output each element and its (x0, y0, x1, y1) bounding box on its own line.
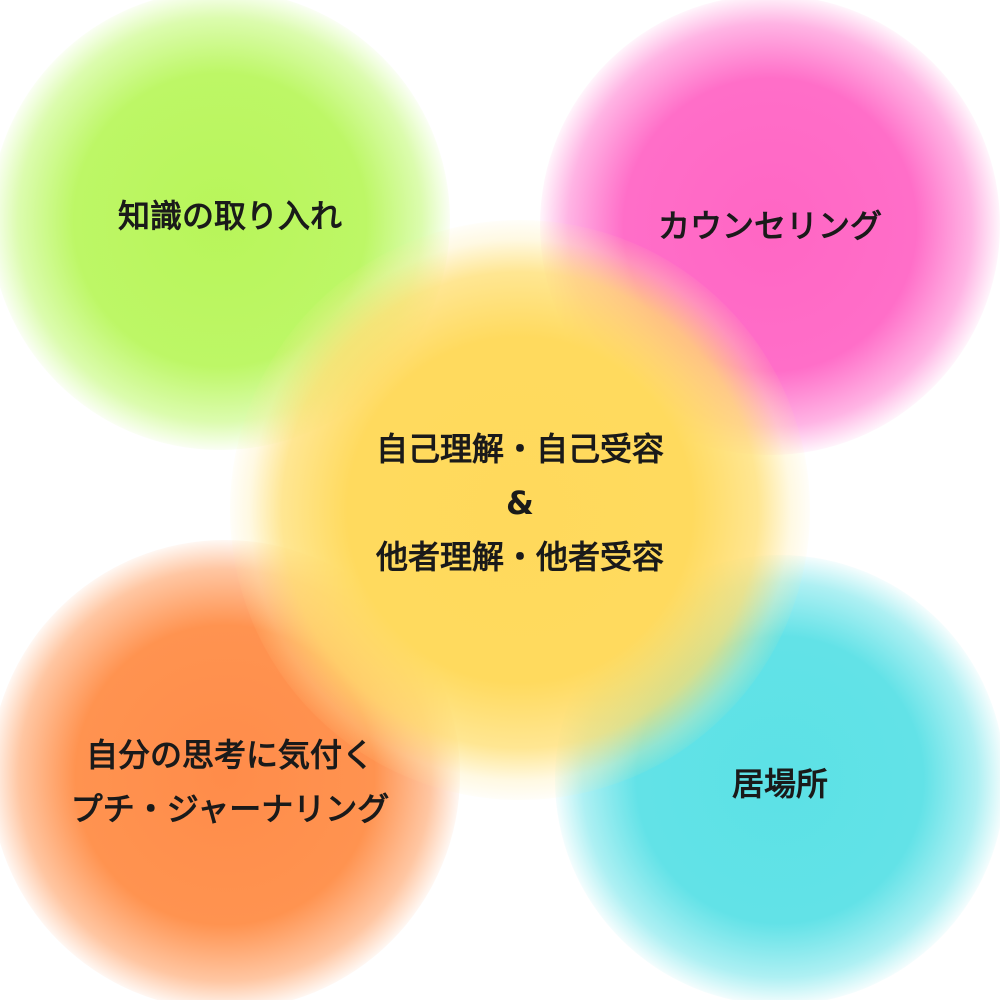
awareness-line-2: プチ・ジャーナリング (70, 790, 390, 828)
ampersand-text: & (506, 484, 534, 522)
awareness-line-1: 自分の思考に気付く (85, 736, 374, 774)
self-understanding-text: 自己理解・自己受容 (375, 430, 664, 468)
counseling-label: カウンセリング (657, 207, 882, 245)
awareness-label: 自分の思考に気付く プチ・ジャーナリング (30, 728, 430, 836)
yellow-center-bubble (230, 220, 810, 800)
knowledge-label: 知識の取り入れ (117, 197, 342, 235)
others-understanding-text: 他者理解・他者受容 (375, 538, 664, 576)
center-label: 自己理解・自己受容 & 他者理解・他者受容 (300, 422, 740, 584)
place-label: 居場所 (731, 765, 828, 803)
